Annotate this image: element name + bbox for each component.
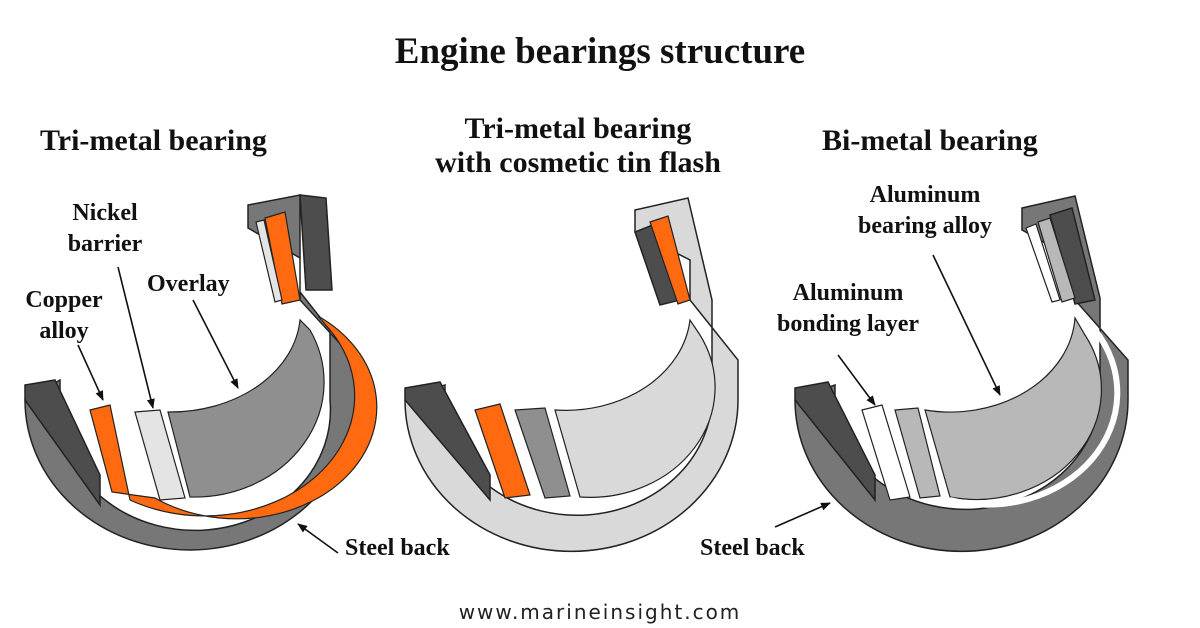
bi-alloy-right: [1037, 217, 1076, 303]
heading-tri-metal-tin: Tri-metal bearing with cosmetic tin flas…: [408, 112, 748, 180]
tri-steel-end-left: [24, 379, 101, 508]
label-copper-alloy-line2: alloy: [39, 318, 89, 344]
label-steel-back-tri: Steel back: [345, 535, 450, 561]
label-aluminum-alloy-line1: Aluminum: [869, 182, 981, 208]
label-aluminum-alloy-line2: bearing alloy: [857, 213, 992, 239]
heading-tri-metal-text: Tri-metal bearing: [40, 124, 267, 157]
label-aluminum-bonding: Aluminum bonding layer: [763, 278, 933, 340]
tin-steel-end-left: [404, 381, 491, 503]
tri-metal-tin-bearing: [404, 197, 739, 553]
tri-steel-back: [24, 194, 356, 551]
arrow-aluminum-bonding: [837, 354, 876, 406]
label-nickel-barrier-line2: barrier: [67, 231, 143, 257]
tin-copper-layer: [474, 403, 531, 499]
heading-bi-metal-text: Bi-metal bearing: [822, 124, 1038, 157]
footer-url: www.marineinsight.com: [458, 600, 742, 624]
diagram-title: Engine bearings structure: [394, 31, 806, 72]
label-overlay: Overlay: [147, 271, 230, 297]
label-copper-alloy: Copper alloy: [14, 285, 114, 347]
tin-shell: [404, 197, 739, 553]
heading-tri-metal-tin-line2: with cosmetic tin flash: [435, 146, 721, 179]
heading-bi-metal: Bi-metal bearing: [822, 124, 1038, 158]
bi-alloy-layer: [894, 407, 941, 499]
tri-metal-bearing: [24, 194, 378, 554]
heading-tri-metal-tin-line1: Tri-metal bearing: [464, 112, 692, 145]
arrow-nickel: [117, 266, 155, 409]
arrow-copper: [77, 344, 104, 401]
label-aluminum-alloy: Aluminum bearing alloy: [835, 180, 1015, 242]
tri-overlay-surface: [167, 318, 325, 498]
bi-inner-surface: [924, 316, 1103, 501]
bi-bonding-right: [1025, 223, 1061, 303]
tri-nickel-right: [255, 219, 283, 303]
tri-copper-layer: [89, 315, 378, 520]
bi-metal-bearing: [774, 195, 1129, 553]
tin-inner-surface: [554, 318, 716, 498]
arrow-steel-back-tri: [297, 523, 339, 554]
label-copper-alloy-line1: Copper: [25, 287, 103, 313]
tin-copper-right: [649, 215, 691, 305]
tri-nickel-layer: [134, 409, 186, 501]
tin-nickel-layer: [514, 407, 571, 499]
label-aluminum-bonding-line2: bonding layer: [776, 311, 920, 337]
bi-steel-back: [794, 195, 1129, 553]
heading-tri-metal: Tri-metal bearing: [40, 124, 267, 158]
label-steel-back-bi: Steel back: [700, 535, 805, 561]
arrow-aluminum-alloy: [932, 254, 1001, 396]
label-aluminum-bonding-line1: Aluminum: [792, 280, 904, 306]
bi-bonding-ring: [949, 328, 1121, 508]
bi-bonding-layer: [861, 404, 911, 501]
label-nickel-barrier: Nickel barrier: [50, 198, 160, 260]
label-nickel-barrier-line1: Nickel: [72, 200, 138, 226]
tri-steel-end-right: [299, 194, 333, 291]
arrow-overlay: [192, 299, 239, 389]
bi-steel-end-left: [794, 381, 876, 503]
arrow-steel-back-bi: [774, 502, 831, 528]
